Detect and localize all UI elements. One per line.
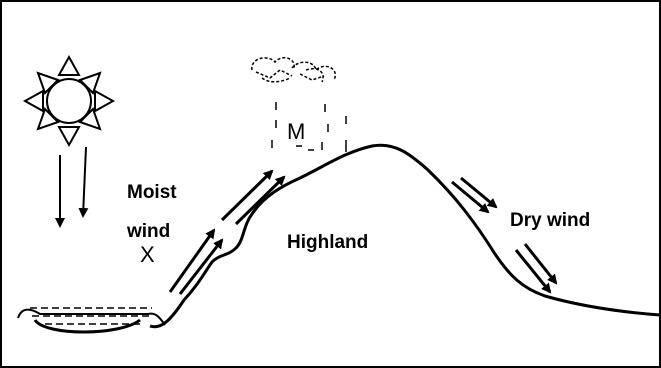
label-moist-line1: Moist — [127, 182, 177, 203]
water-body — [17, 307, 166, 334]
sun-ray-arrow — [78, 146, 89, 218]
point-x-marker: X — [140, 242, 155, 267]
label-highland: Highland — [287, 232, 368, 253]
point-m-marker: M — [287, 119, 305, 144]
rain-dashes — [271, 102, 347, 152]
label-dry-wind: Dry wind — [510, 210, 590, 231]
label-moist-line2: wind — [126, 221, 170, 242]
dry-wind-arrows — [451, 176, 558, 294]
terrain-profile — [149, 143, 661, 329]
moist-wind-arrows — [168, 169, 286, 295]
sun-icon — [22, 54, 116, 148]
cloud-icon — [251, 57, 337, 83]
